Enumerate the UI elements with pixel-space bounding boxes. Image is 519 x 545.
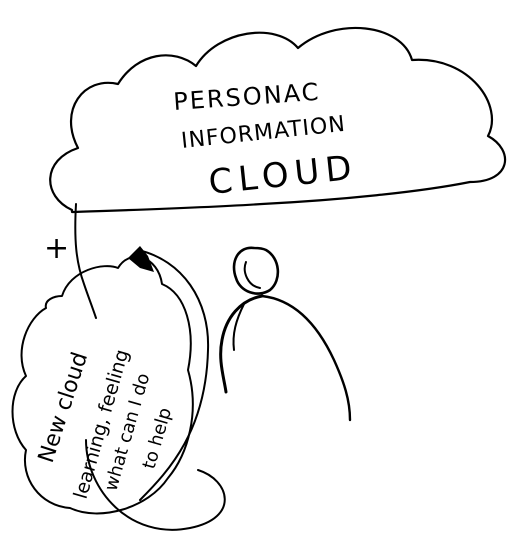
plus-sign: + <box>44 231 69 266</box>
person-head-detail <box>245 262 260 288</box>
person-body-front <box>262 296 350 420</box>
connector-line <box>75 204 96 318</box>
new-cloud-line4: to help <box>139 405 176 471</box>
cloud-title-line1: PERSONAC <box>172 78 321 116</box>
cloud-title-line2: INFORMATION <box>180 112 347 154</box>
cloud-title-line3: CLOUD <box>207 148 360 203</box>
